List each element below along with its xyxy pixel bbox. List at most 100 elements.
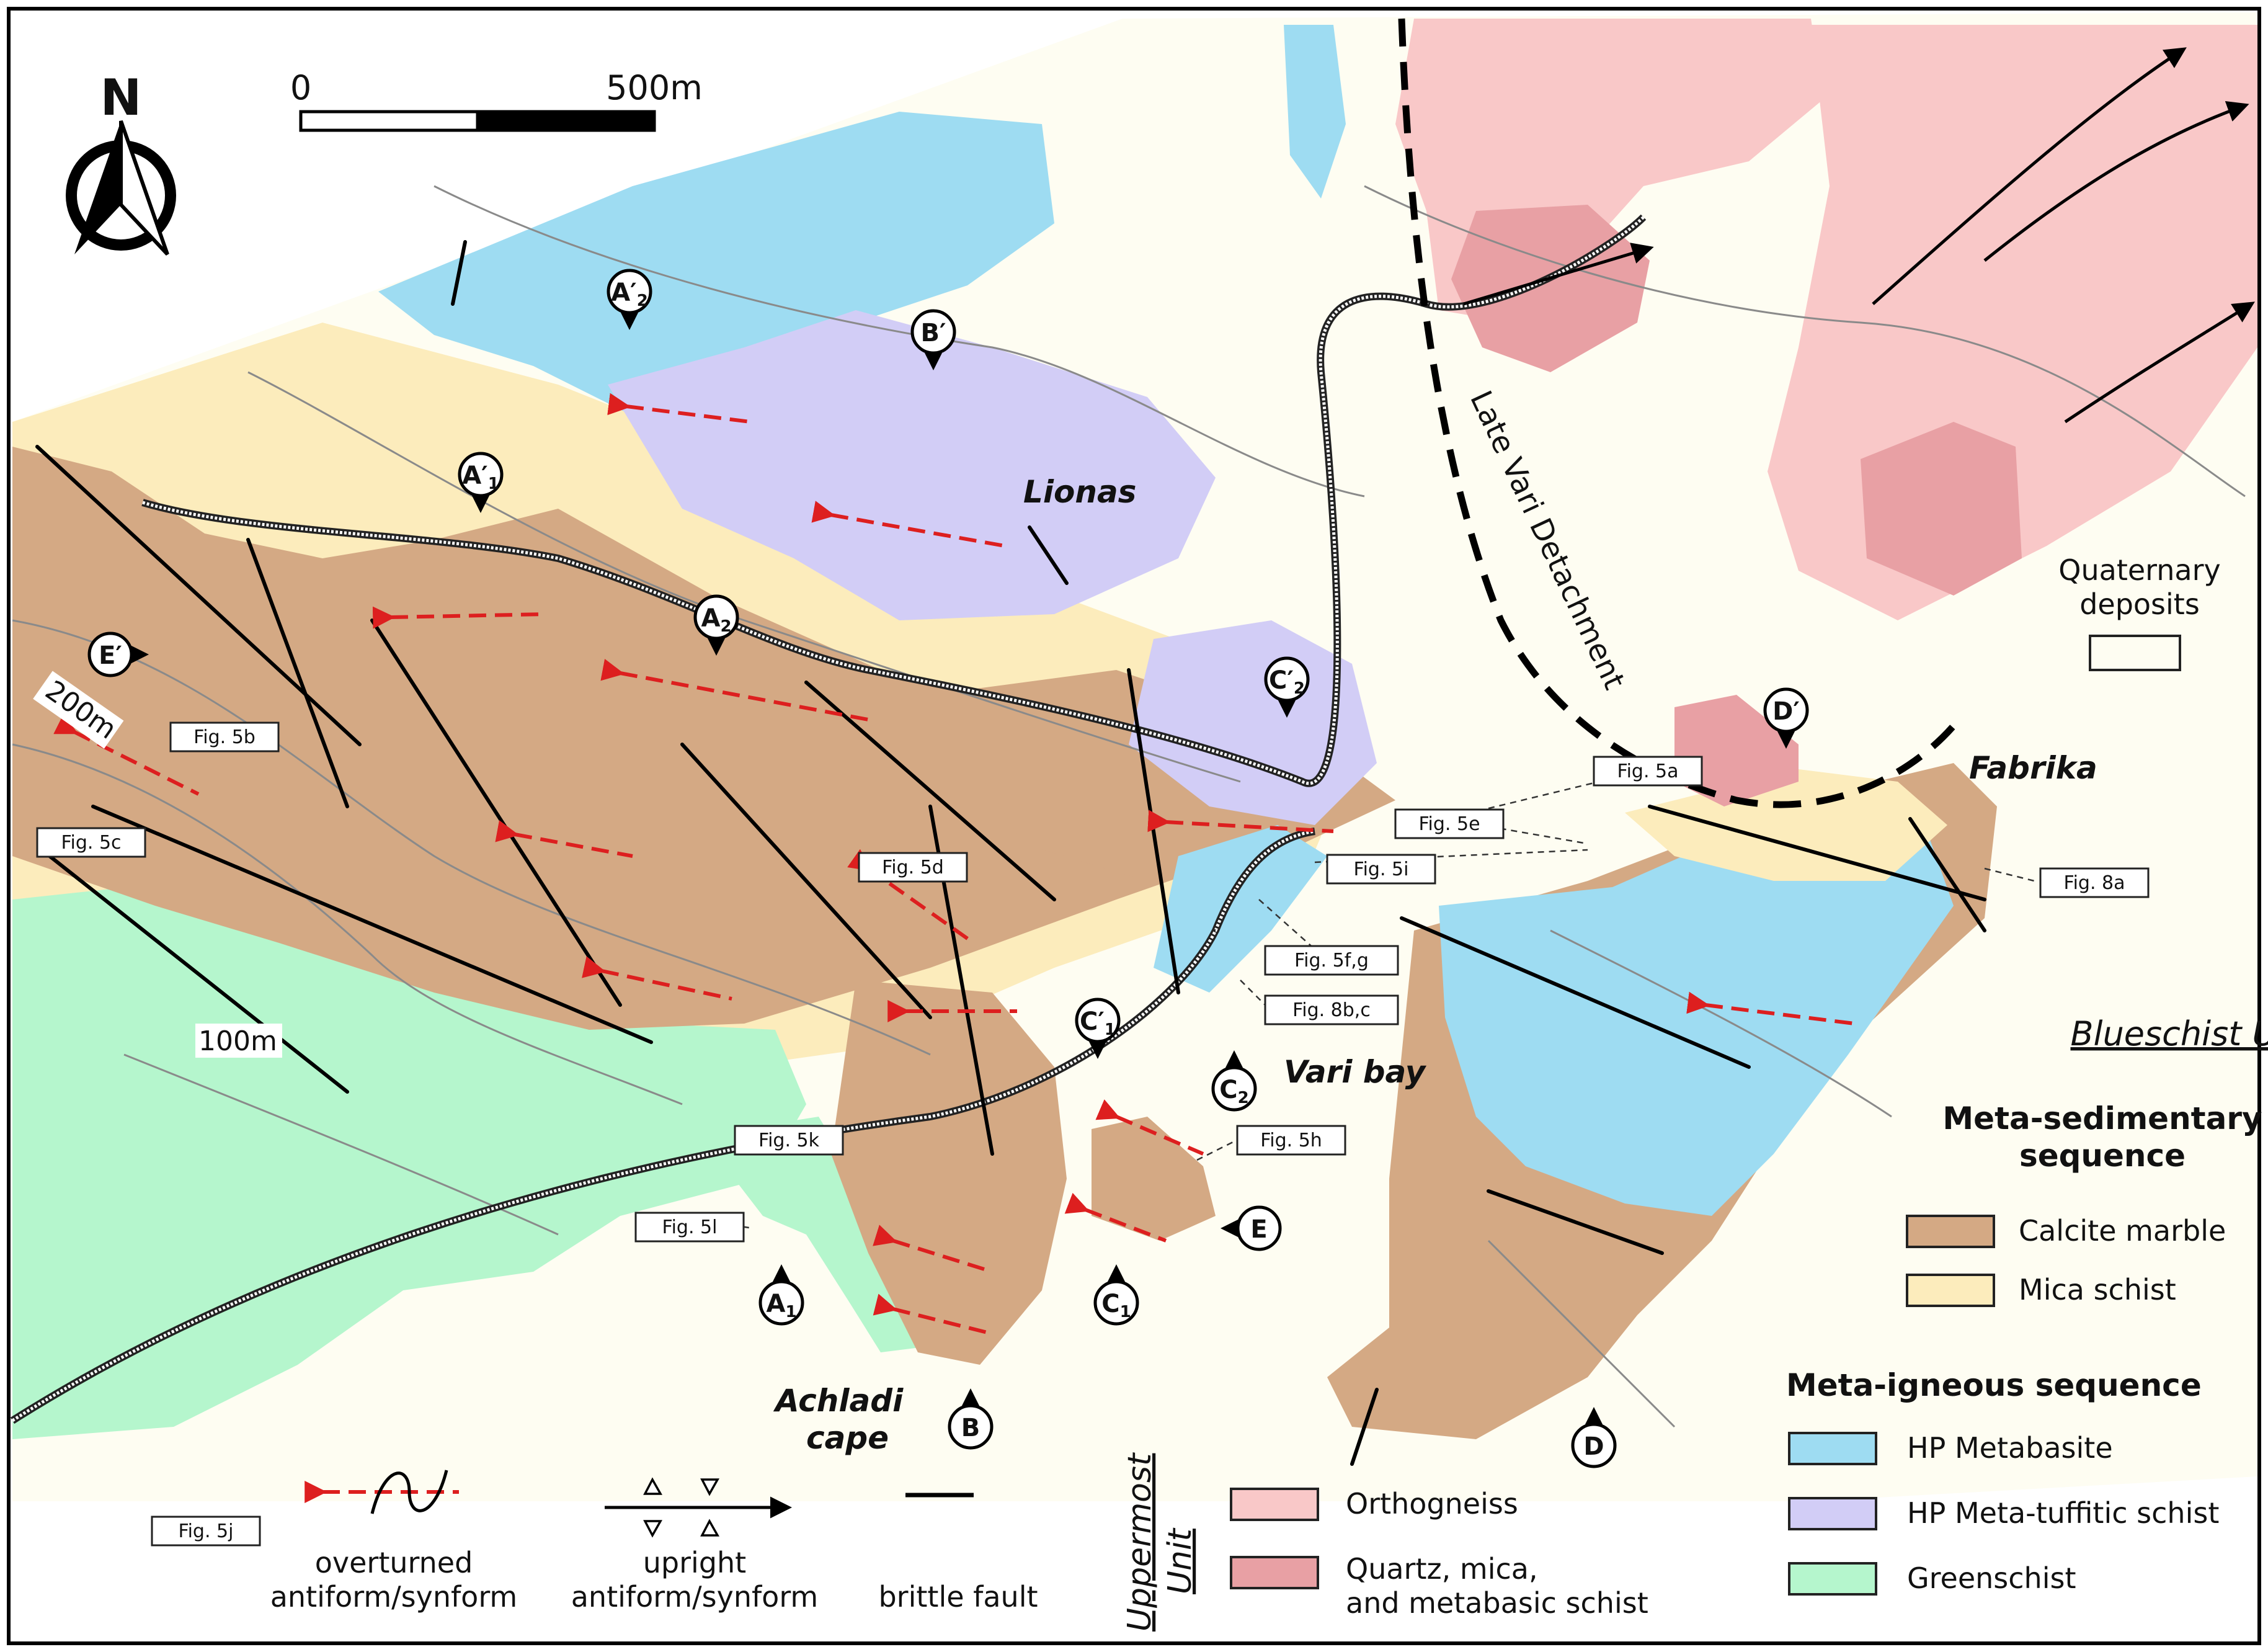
place-lionas: Lionas: [1023, 474, 1136, 510]
section-marker-ep: E′: [87, 632, 149, 677]
figure-ref-label: Fig. 5i: [1354, 859, 1409, 880]
section-marker-label: B: [961, 1414, 981, 1442]
figure-ref-label: Fig. 5c: [61, 832, 121, 854]
legend-metased-line1: Meta-sedimentary: [1942, 1101, 2262, 1136]
legend-upright-line1: upright: [643, 1546, 746, 1579]
greenschist-achladi: [701, 1117, 930, 1352]
north-label: N: [100, 69, 142, 127]
legend-qmm-line2: and metabasic schist: [1346, 1586, 1648, 1620]
legend-metaigneous: Meta-igneous sequence: [1786, 1367, 2202, 1403]
figure-ref-label: Fig. 5a: [1617, 761, 1679, 782]
figure-ref-f5k: Fig. 5k: [734, 1125, 844, 1156]
legend-hp-metatuffitic: HP Meta-tuffitic schist: [1907, 1496, 2219, 1530]
figure-ref-f8bc: Fig. 8b,c: [1264, 994, 1399, 1025]
legend-symbol-overturned: [305, 1470, 459, 1514]
contour-lines: [12, 185, 2246, 1428]
hp-metabasite-lens: [1284, 25, 1346, 199]
scale-bar: 0 500m: [290, 68, 703, 132]
legend-quaternary-line1: Quaternary: [2058, 553, 2220, 587]
figure-ref-f5d: Fig. 5d: [858, 852, 968, 883]
figure-ref-label: Fig. 5h: [1260, 1130, 1322, 1151]
late-vari-detachment-line: [1398, 18, 1957, 808]
legend-swatch-greenschist: [1788, 1562, 1877, 1596]
figure-ref-label: Fig. 5k: [758, 1130, 820, 1151]
figure-references: Fig. 5a Fig. 5b Fig. 5c Fig. 5d Fig. 5e Fig. …: [36, 721, 2150, 1547]
section-marker-label: A1: [766, 1290, 796, 1321]
legend-swatch-mica-schist: [1906, 1274, 1995, 1307]
scale-bar-white: [299, 110, 479, 132]
figure-ref-label: Fig. 5b: [193, 726, 256, 748]
section-marker-label: C′2: [1269, 666, 1305, 698]
legend-metased-line2: sequence: [2019, 1138, 2186, 1174]
section-marker-label: A′2: [611, 279, 648, 310]
place-fabrika: Fabrika: [1969, 750, 2097, 786]
section-marker-bp: B′: [910, 309, 956, 370]
legend-uppermost-line1: Uppermost: [1121, 1452, 1158, 1632]
figure-ref-f5e: Fig. 5e: [1394, 808, 1505, 839]
hp-metabasite-north: [378, 112, 1054, 422]
legend-symbol-upright: [605, 1477, 792, 1538]
figure-ref-f5b: Fig. 5b: [169, 721, 280, 752]
section-marker-label: D′: [1772, 697, 1800, 726]
section-marker-label: C2: [1219, 1076, 1248, 1107]
compass-needle-right: [119, 120, 169, 256]
legend-swatch-qmm-schist: [1230, 1556, 1319, 1589]
figure-ref-label: Fig. 5j: [179, 1520, 234, 1542]
section-marker-a2: A2: [693, 594, 739, 656]
section-marker-label: A′1: [462, 462, 499, 493]
legend-overturned-line2: antiform/synform: [270, 1580, 518, 1614]
legend-swatch-quaternary: [2089, 635, 2181, 671]
qmm-schist-east: [1861, 422, 2022, 596]
place-names: Lionas Vari bay Achladi cape Fabrika: [773, 474, 2097, 1456]
roads: [10, 214, 1647, 1424]
section-marker-b: B: [948, 1388, 994, 1450]
figure-ref-f5fg: Fig. 5f,g: [1264, 945, 1399, 976]
calcite-marble-core: [12, 447, 1271, 1030]
contour-label-100m: 100m: [198, 1025, 277, 1057]
place-vari-bay: Vari bay: [1284, 1054, 1427, 1090]
section-marker-label: B′: [920, 319, 946, 347]
calcite-marble-achladi: [831, 980, 1067, 1365]
legend-swatch-hp-metabasite: [1788, 1432, 1877, 1465]
section-marker-c1: C1: [1093, 1264, 1139, 1326]
figure-ref-label: Fig. 8a: [2064, 872, 2125, 894]
legend-overturned-line1: overturned: [315, 1546, 473, 1579]
north-arrow: N: [66, 69, 176, 256]
brittle-faults: [35, 240, 1986, 1466]
figure-ref-f8a: Fig. 8a: [2039, 867, 2150, 898]
legend-uppermost-line2: Unit: [1162, 1528, 1199, 1594]
scale-min-label: 0: [290, 68, 311, 107]
figure-ref-label: Fig. 5l: [662, 1217, 718, 1238]
section-marker-a1p: A′1: [458, 452, 504, 513]
scale-max-label: 500m: [606, 68, 703, 107]
scale-bar-black: [476, 110, 656, 132]
place-achladi-line1: Achladi: [773, 1383, 904, 1419]
figure-ref-f5l: Fig. 5l: [634, 1212, 745, 1243]
overturned-fold-traces: [53, 393, 1855, 1336]
section-marker-c2: C2: [1211, 1050, 1257, 1112]
section-marker-label: D: [1583, 1432, 1604, 1461]
section-marker-label: E: [1250, 1215, 1267, 1244]
figure-ref-f5j: Fig. 5j: [151, 1516, 261, 1547]
legend-calcite-marble: Calcite marble: [2019, 1214, 2226, 1248]
section-marker-e: E: [1221, 1205, 1282, 1251]
legend-orthogneiss: Orthogneiss: [1346, 1487, 1518, 1520]
figure-ref-f5c: Fig. 5c: [36, 827, 146, 858]
section-marker-label: C′1: [1080, 1007, 1116, 1039]
calcite-marble-vari-spit: [1092, 1117, 1216, 1241]
hp-metabasite-fabrika: [1439, 819, 1954, 1216]
legend-blueschist-unit: Blueschist Unit: [2071, 1014, 2268, 1053]
figure-ref-label: Fig. 5d: [882, 857, 944, 878]
legend-hp-metabasite: HP Metabasite: [1907, 1431, 2113, 1465]
figure-ref-label: Fig. 5e: [1418, 813, 1480, 835]
figure-ref-f5a: Fig. 5a: [1593, 756, 1703, 787]
figure-ref-label: Fig. 8b,c: [1292, 999, 1371, 1021]
legend-qmm-line1: Quartz, mica,: [1346, 1552, 1538, 1586]
section-marker-label: E′: [99, 641, 122, 670]
figure-ref-f5h: Fig. 5h: [1236, 1125, 1346, 1156]
legend-swatch-orthogneiss: [1230, 1488, 1319, 1521]
legend-upright-line2: antiform/synform: [571, 1580, 819, 1614]
section-marker-c2p: C′2: [1264, 656, 1310, 718]
